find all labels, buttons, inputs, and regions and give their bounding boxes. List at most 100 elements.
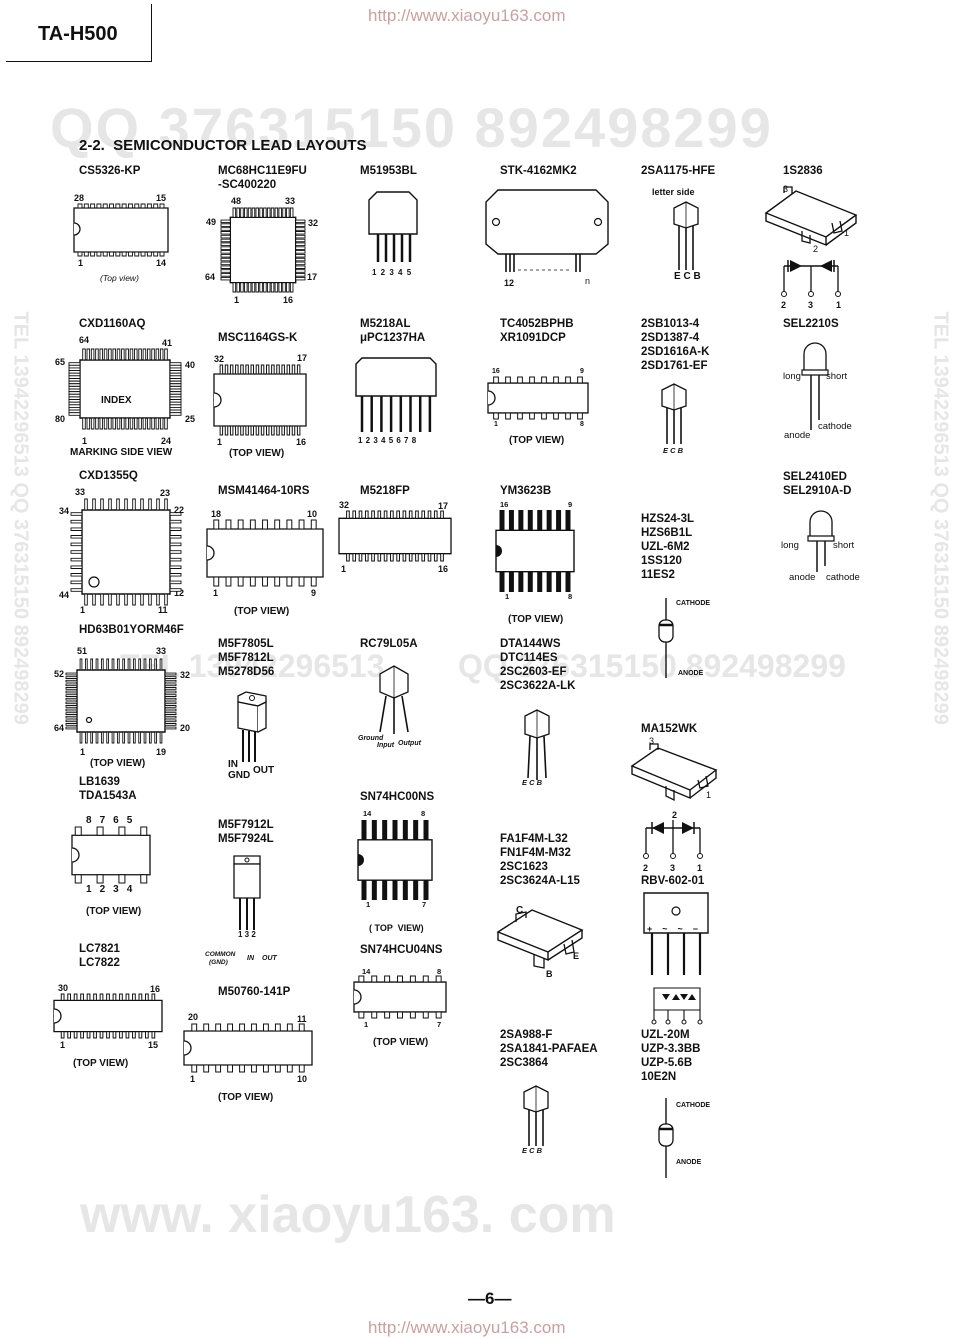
watermark-bottom: www. xiaoyu163. com (80, 1186, 616, 1244)
to220-m5f78 (232, 690, 272, 768)
dip-m50760 (182, 1023, 314, 1073)
pin-m5218fp-16: 16 (438, 564, 449, 574)
label-ma152: MA152WK (641, 723, 698, 735)
pin-cxd1355-44: 44 (59, 590, 70, 600)
note-input: Input (377, 742, 395, 749)
dip-lb1639 (70, 826, 152, 884)
note-anode-caps-1: ANODE (678, 670, 704, 677)
label-m5218fp: M5218FP (360, 485, 410, 497)
label-ym3623: YM3623B (500, 485, 552, 497)
note-c: C (516, 905, 524, 916)
note-cathode-1: cathode (818, 421, 852, 432)
pin-mc68-32: 32 (308, 218, 319, 228)
led-sel2210 (800, 342, 830, 438)
qfp-mc68 (220, 207, 306, 293)
pin-1s2836-2: 2 (813, 244, 819, 254)
note-letter-side: letter side (652, 187, 695, 197)
sop-snu04 (352, 975, 448, 1019)
diode-symbol-1s2836 (776, 260, 846, 302)
pin-tc4052-8: 8 (580, 421, 584, 428)
dip-cs5326 (72, 204, 170, 256)
pin-1s2836-3: 3 (783, 184, 789, 194)
note-long-2: long (781, 540, 799, 551)
diode-uzl20 (656, 1096, 676, 1180)
pin-m50760-1: 1 (190, 1074, 196, 1084)
pin-ym-8: 8 (568, 592, 573, 601)
pin-ma152-b1: 1 (697, 863, 703, 873)
label-msc1164: MSC1164GS-K (218, 332, 298, 344)
pin-cs5326-15: 15 (156, 193, 167, 203)
pin-hd63-33: 33 (156, 646, 167, 656)
pin-cs5326-14: 14 (156, 258, 167, 268)
pin-hd63-19: 19 (156, 747, 167, 757)
pin-cxd1160-40: 40 (185, 360, 196, 370)
note-ecb-1: E C B (674, 271, 701, 282)
label-stk: STK-4162MK2 (500, 165, 577, 177)
footer-url[interactable]: http://www.xiaoyu163.com (368, 1318, 566, 1337)
msm-top-view: (TOP VIEW) (234, 606, 290, 617)
pin-msc1164-32: 32 (214, 354, 225, 364)
pin-cxd1160-24: 24 (161, 436, 172, 446)
note-out-1: OUT (253, 765, 275, 776)
sot23-ma152 (628, 740, 720, 806)
pin-mc68-49: 49 (206, 217, 217, 227)
note-out-small: OUT (262, 955, 277, 962)
sop-m5218fp (337, 510, 453, 562)
pin-ma152-b2: 2 (643, 863, 649, 873)
pin-mc68-33: 33 (285, 196, 296, 206)
pin-ma152-3: 3 (649, 736, 655, 746)
sn00-top-view: ( TOP VIEW) (369, 923, 424, 933)
label-m51953: M51953BL (360, 165, 417, 177)
pins-m5218al: 1 2 3 4 5 6 7 8 (358, 436, 417, 445)
label-cxd1355: CXD1355Q (79, 470, 138, 482)
pin-hd63-51: 51 (77, 646, 88, 656)
pin-ma152-1: 1 (706, 790, 712, 800)
pin-tc4052-9: 9 (580, 368, 584, 375)
pin-msc1164-1: 1 (217, 437, 223, 447)
pin-cxd1355-34: 34 (59, 506, 70, 516)
label-sn00: SN74HC00NS (360, 791, 435, 803)
pin-tc4052-16: 16 (492, 368, 500, 375)
note-cathode-2: cathode (826, 572, 860, 583)
section-title: 2-2. SEMICONDUCTOR LEAD LAYOUTS (79, 137, 367, 154)
pin-msm-9: 9 (311, 588, 317, 598)
pins-lb1639-bottom: 1234 (86, 884, 141, 895)
label-snu04: SN74HCU04NS (360, 944, 443, 956)
m50760-top-view: (TOP VIEW) (218, 1092, 274, 1103)
pin-m50760-11: 11 (297, 1014, 307, 1024)
sop-msc1164 (212, 364, 308, 436)
note-gnd-paren: (GND) (209, 959, 228, 966)
pin-ym-9: 9 (568, 500, 573, 509)
pin-cxd1160-1: 1 (82, 436, 88, 446)
pins-m51953: 1 2 3 4 5 (372, 268, 413, 277)
header-url[interactable]: http://www.xiaoyu163.com (368, 6, 566, 25)
label-sel2210: SEL2210S (783, 318, 839, 330)
led-sel2410 (806, 510, 836, 580)
label-rbv: RBV-602-01 (641, 875, 705, 887)
pin-cxd1355-11: 11 (158, 605, 168, 615)
pin-snu04-8: 8 (437, 967, 442, 976)
qfp-cxd1355 (70, 498, 182, 606)
pin-mc68-16: 16 (283, 295, 294, 305)
watermark-side-right: TEL 13942296513 QQ 376315150 892498299 (929, 311, 952, 725)
label-hd63: HD63B01YORM46F (79, 624, 184, 636)
sip-m5218al (354, 356, 438, 436)
label-msm41464: MSM41464-10RS (218, 485, 310, 497)
note-anode-caps-2: ANODE (676, 1159, 702, 1166)
to92-2sa988 (520, 1082, 554, 1152)
pin-mc68-64: 64 (205, 272, 216, 282)
pin-m50760-20: 20 (188, 1012, 199, 1022)
pin-cxd1355-23: 23 (160, 488, 171, 498)
snu04-top-view: (TOP VIEW) (373, 1037, 429, 1048)
note-cathode-caps-1: CATHODE (676, 600, 711, 607)
note-short-1: short (826, 371, 848, 382)
note-output: Output (398, 740, 421, 747)
